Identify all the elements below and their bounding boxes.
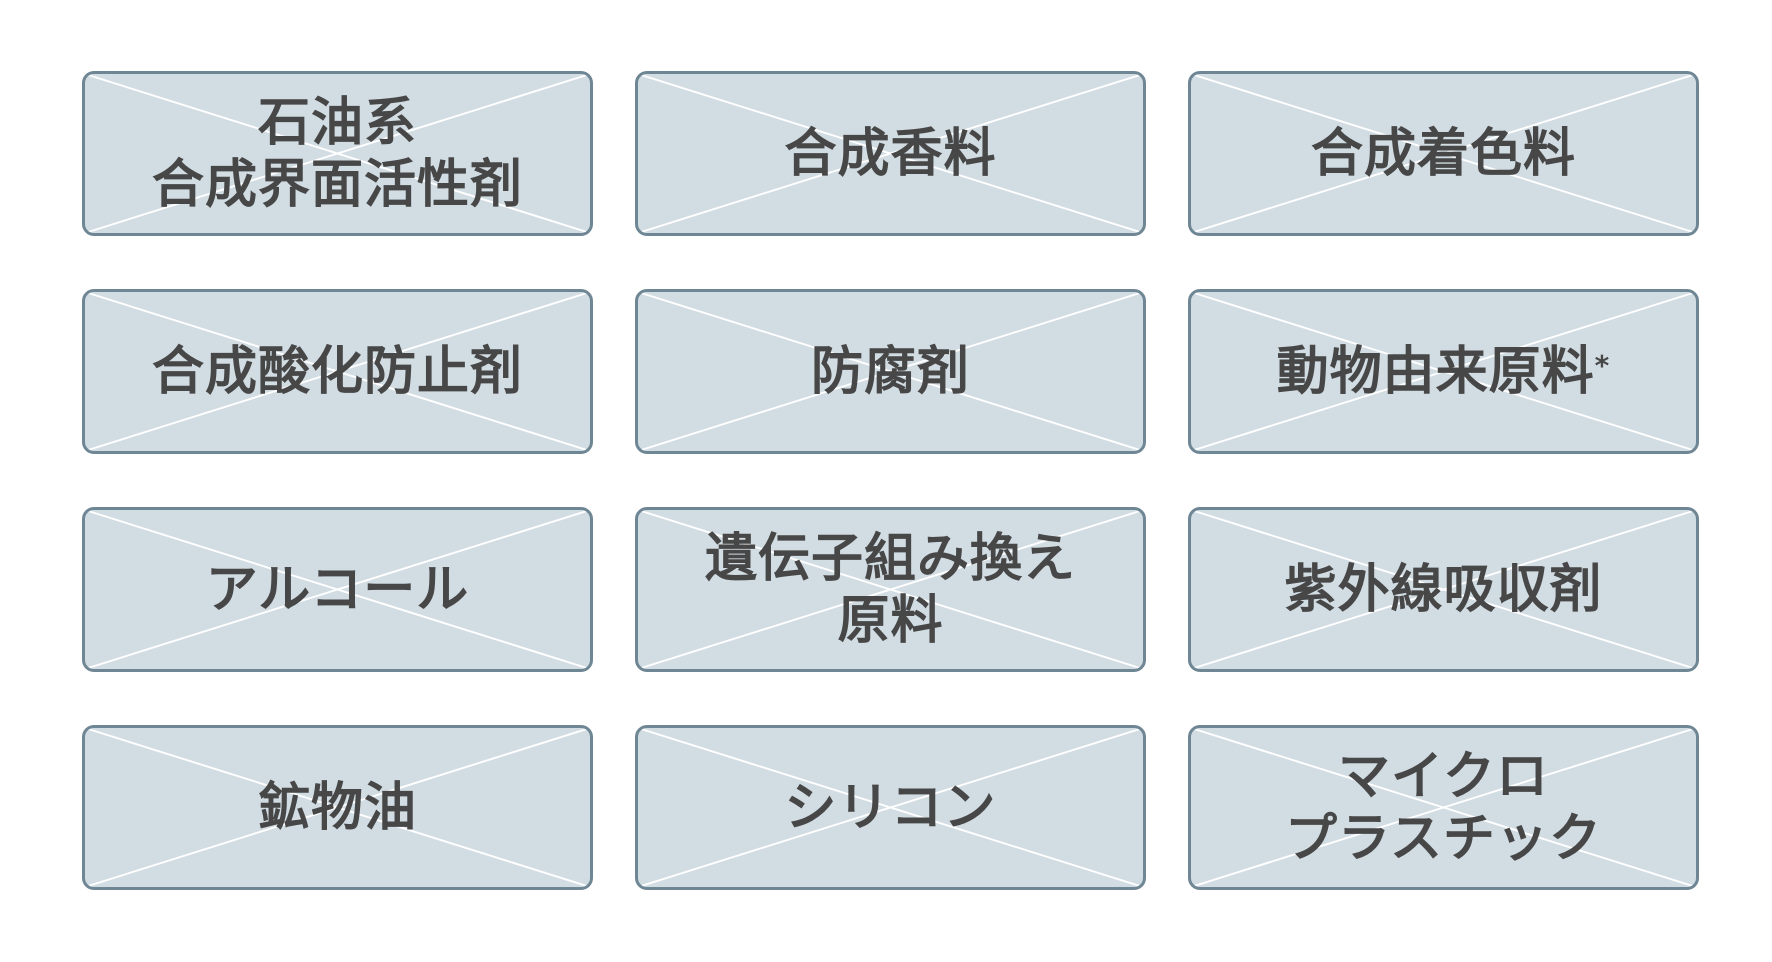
tile-label: シリコン (784, 777, 997, 838)
cross-out-icon (1191, 292, 1696, 451)
tile-synthetic-antioxidant: 合成酸化防止剤 (82, 289, 593, 454)
cross-out-icon (638, 74, 1143, 233)
tile-label: 動物由来原料* (1276, 341, 1611, 402)
cross-out-icon (85, 510, 590, 669)
cross-out-icon (1191, 728, 1696, 887)
tile-mineral-oil: 鉱物油 (82, 725, 593, 890)
cross-out-icon (85, 74, 590, 233)
cross-out-icon (85, 292, 590, 451)
tile-synthetic-colorant: 合成着色料 (1188, 71, 1699, 236)
tile-microplastic: マイクロ プラスチック (1188, 725, 1699, 890)
tile-gmo-ingredient: 遺伝子組み換え 原料 (635, 507, 1146, 672)
footnote-mark: * (1594, 348, 1611, 382)
cross-out-icon (638, 292, 1143, 451)
tile-synthetic-fragrance: 合成香料 (635, 71, 1146, 236)
tile-label: 合成酸化防止剤 (151, 341, 523, 402)
tile-petroleum-surfactant: 石油系 合成界面活性剤 (82, 71, 593, 236)
tile-uv-absorber: 紫外線吸収剤 (1188, 507, 1699, 672)
tile-label: アルコール (205, 559, 470, 620)
tile-preservative: 防腐剤 (635, 289, 1146, 454)
tile-label: 防腐剤 (810, 341, 970, 402)
tile-label: 紫外線吸収剤 (1284, 559, 1603, 620)
cross-out-icon (1191, 74, 1696, 233)
tile-label: 合成着色料 (1310, 123, 1576, 184)
cross-out-icon (638, 510, 1143, 669)
tile-label: マイクロ プラスチック (1285, 746, 1602, 869)
tile-label: 石油系 合成界面活性剤 (151, 92, 523, 215)
tile-label: 遺伝子組み換え 原料 (704, 528, 1076, 651)
tile-alcohol: アルコール (82, 507, 593, 672)
cross-out-icon (638, 728, 1143, 887)
tile-label: 鉱物油 (257, 777, 417, 838)
tile-animal-derived: 動物由来原料* (1188, 289, 1699, 454)
tile-label: 合成香料 (784, 123, 997, 184)
cross-out-icon (85, 728, 590, 887)
cross-out-icon (1191, 510, 1696, 669)
tile-silicone: シリコン (635, 725, 1146, 890)
